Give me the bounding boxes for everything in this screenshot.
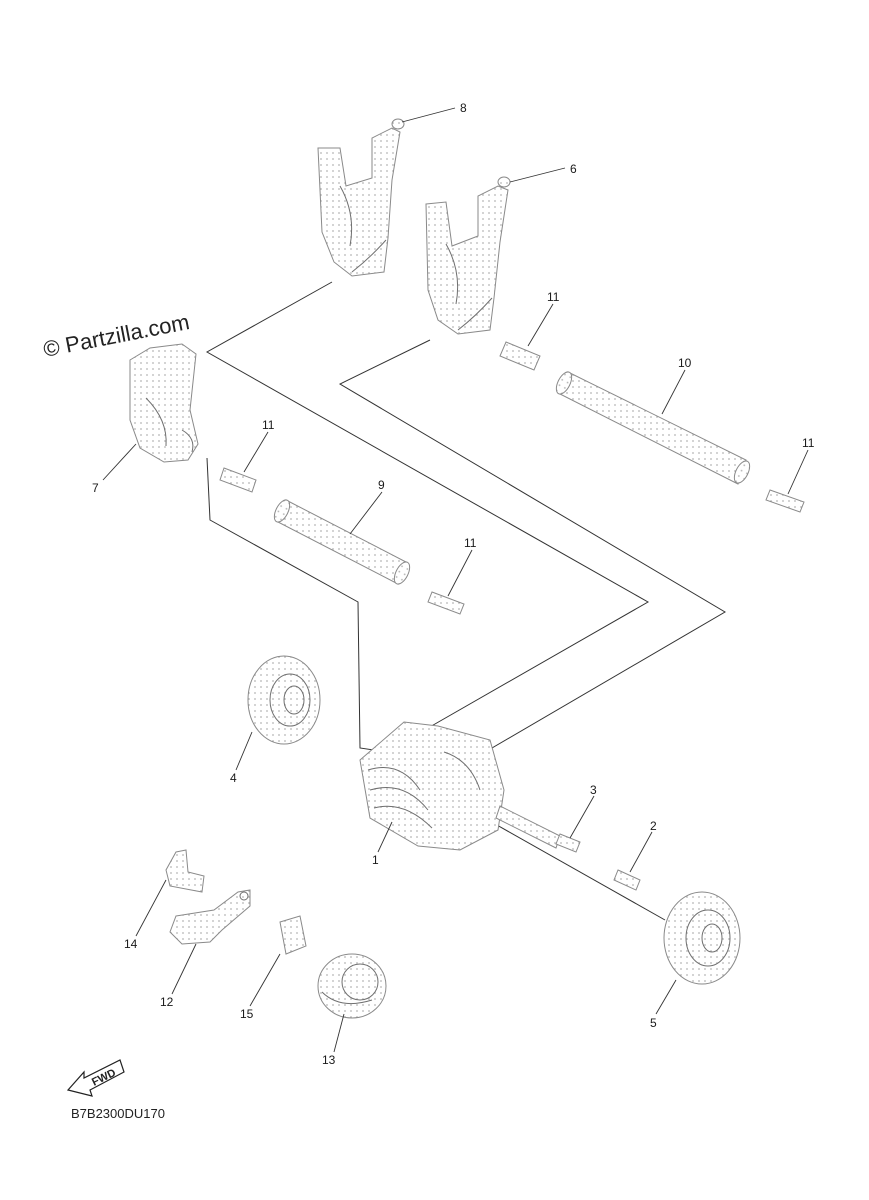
shift-fork-8 [317, 118, 405, 277]
assembly-guide-lines [205, 281, 726, 921]
shift-fork-7 [129, 343, 199, 463]
callout-15: 15 [240, 1007, 254, 1021]
diagram-code: B7B2300DU170 [71, 1106, 165, 1121]
pin-2 [613, 869, 641, 891]
callout-7: 7 [92, 481, 99, 495]
callout-12: 12 [160, 995, 174, 1009]
stopper-lever-12 [169, 889, 251, 945]
circlip-11-b [765, 489, 805, 513]
shift-fork-6 [425, 176, 511, 335]
callout-14: 14 [124, 937, 138, 951]
circlip-11-a [499, 341, 541, 371]
bearing-4 [247, 655, 321, 745]
bearing-5 [663, 891, 741, 985]
spring-13 [317, 953, 387, 1019]
callout-11-c: 11 [262, 418, 275, 432]
callout-5: 5 [650, 1016, 657, 1030]
callout-13: 13 [322, 1053, 336, 1067]
pin-3 [555, 833, 581, 853]
callout-4: 4 [230, 771, 237, 785]
guide-bar-9 [273, 499, 411, 585]
callout-labels: 8 6 7 11 10 11 11 9 11 4 1 3 2 5 14 12 1… [92, 101, 815, 1067]
callout-9: 9 [378, 478, 385, 492]
callout-1: 1 [372, 853, 379, 867]
callout-6: 6 [570, 162, 577, 176]
callout-8: 8 [460, 101, 467, 115]
fwd-label: FWD [90, 1067, 118, 1089]
forward-direction-arrow: FWD [66, 1059, 125, 1097]
circlip-11-c [219, 467, 257, 493]
collar-15 [279, 915, 307, 955]
callout-11-d: 11 [464, 536, 477, 550]
fwd-arrow-icon [66, 1059, 125, 1097]
shift-drum-1 [359, 721, 561, 851]
callout-10: 10 [678, 356, 692, 370]
callout-3: 3 [590, 783, 597, 797]
callout-2: 2 [650, 819, 657, 833]
bolt-14 [165, 849, 205, 893]
guide-bar-10 [555, 371, 751, 485]
circlip-11-d [427, 591, 465, 615]
callout-leaders [102, 107, 809, 1053]
callout-11-b: 11 [802, 436, 815, 450]
callout-11-a: 11 [547, 290, 560, 304]
